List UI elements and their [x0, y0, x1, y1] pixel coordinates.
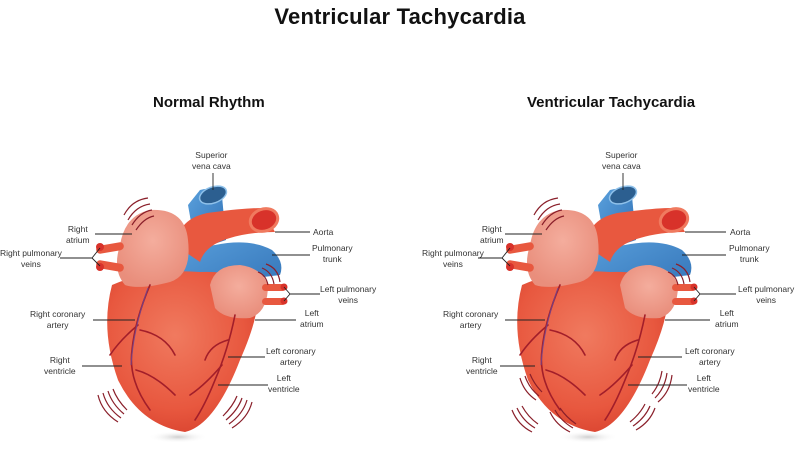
panel-title: Ventricular Tachycardia [527, 94, 696, 111]
heart-illustration [60, 173, 320, 443]
label-aorta: Aorta [313, 227, 334, 237]
left-pulmonary-vein-upper [262, 284, 286, 291]
panel-normal-rhythm: Normal Rhythm [0, 94, 377, 443]
main-title: Ventricular Tachycardia [274, 4, 526, 29]
heart-shadow [148, 431, 208, 443]
left-pulmonary-vein-lower [262, 298, 286, 305]
label-aorta: Aorta [730, 227, 751, 237]
right-atrium [526, 209, 599, 287]
right-pulmonary-vein-lower [96, 260, 124, 272]
label-leader-lines [478, 173, 736, 386]
panel-title: Normal Rhythm [153, 94, 265, 111]
panel-ventricular-tachycardia: Ventricular Tachycardia [400, 0, 800, 450]
left-atrium [210, 265, 268, 319]
heart-illustration [478, 173, 736, 443]
motion-arcs-icon [97, 197, 281, 429]
left-atrium [620, 265, 678, 319]
motion-arcs-icon [511, 197, 691, 433]
label-leader-lines [60, 173, 320, 386]
right-atrium [116, 209, 189, 287]
right-pulmonary-vein-upper [96, 242, 124, 254]
